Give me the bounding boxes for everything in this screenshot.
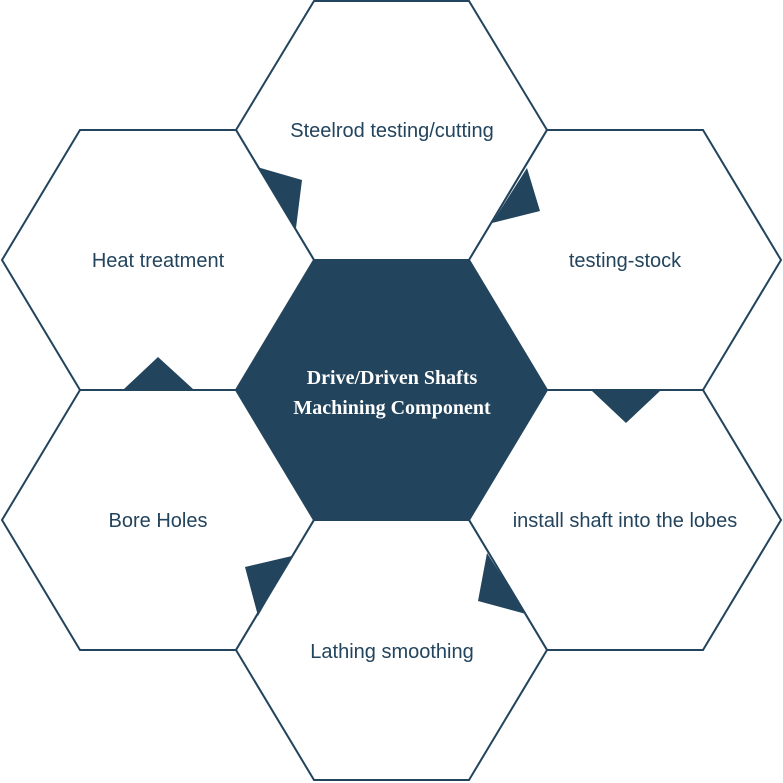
step-label-lower-left: Bore Holes [109, 510, 208, 532]
step-label-upper-left: Heat treatment [92, 250, 225, 272]
center-title-line-2: Machining Component [293, 397, 491, 419]
hex-center-shape [236, 260, 547, 520]
flow-arrow-upper-right-to-top [492, 168, 540, 223]
step-label-lower-right: install shaft into the lobes [513, 510, 738, 532]
flow-arrow-upper-left-to-lower-left [124, 357, 193, 389]
flow-arrow-bottom-to-lower-right [478, 553, 526, 614]
flow-arrow-lower-left-to-bottom [245, 556, 292, 616]
step-label-upper-right: testing-stock [569, 250, 682, 272]
flow-arrow-lower-right-to-upper-right [592, 391, 660, 423]
flow-arrow-top-to-upper-left [257, 167, 302, 228]
step-label-bottom: Lathing smoothing [310, 641, 473, 663]
center-title-line-1: Drive/Driven Shafts [307, 367, 478, 389]
step-label-top: Steelrod testing/cutting [290, 120, 493, 142]
